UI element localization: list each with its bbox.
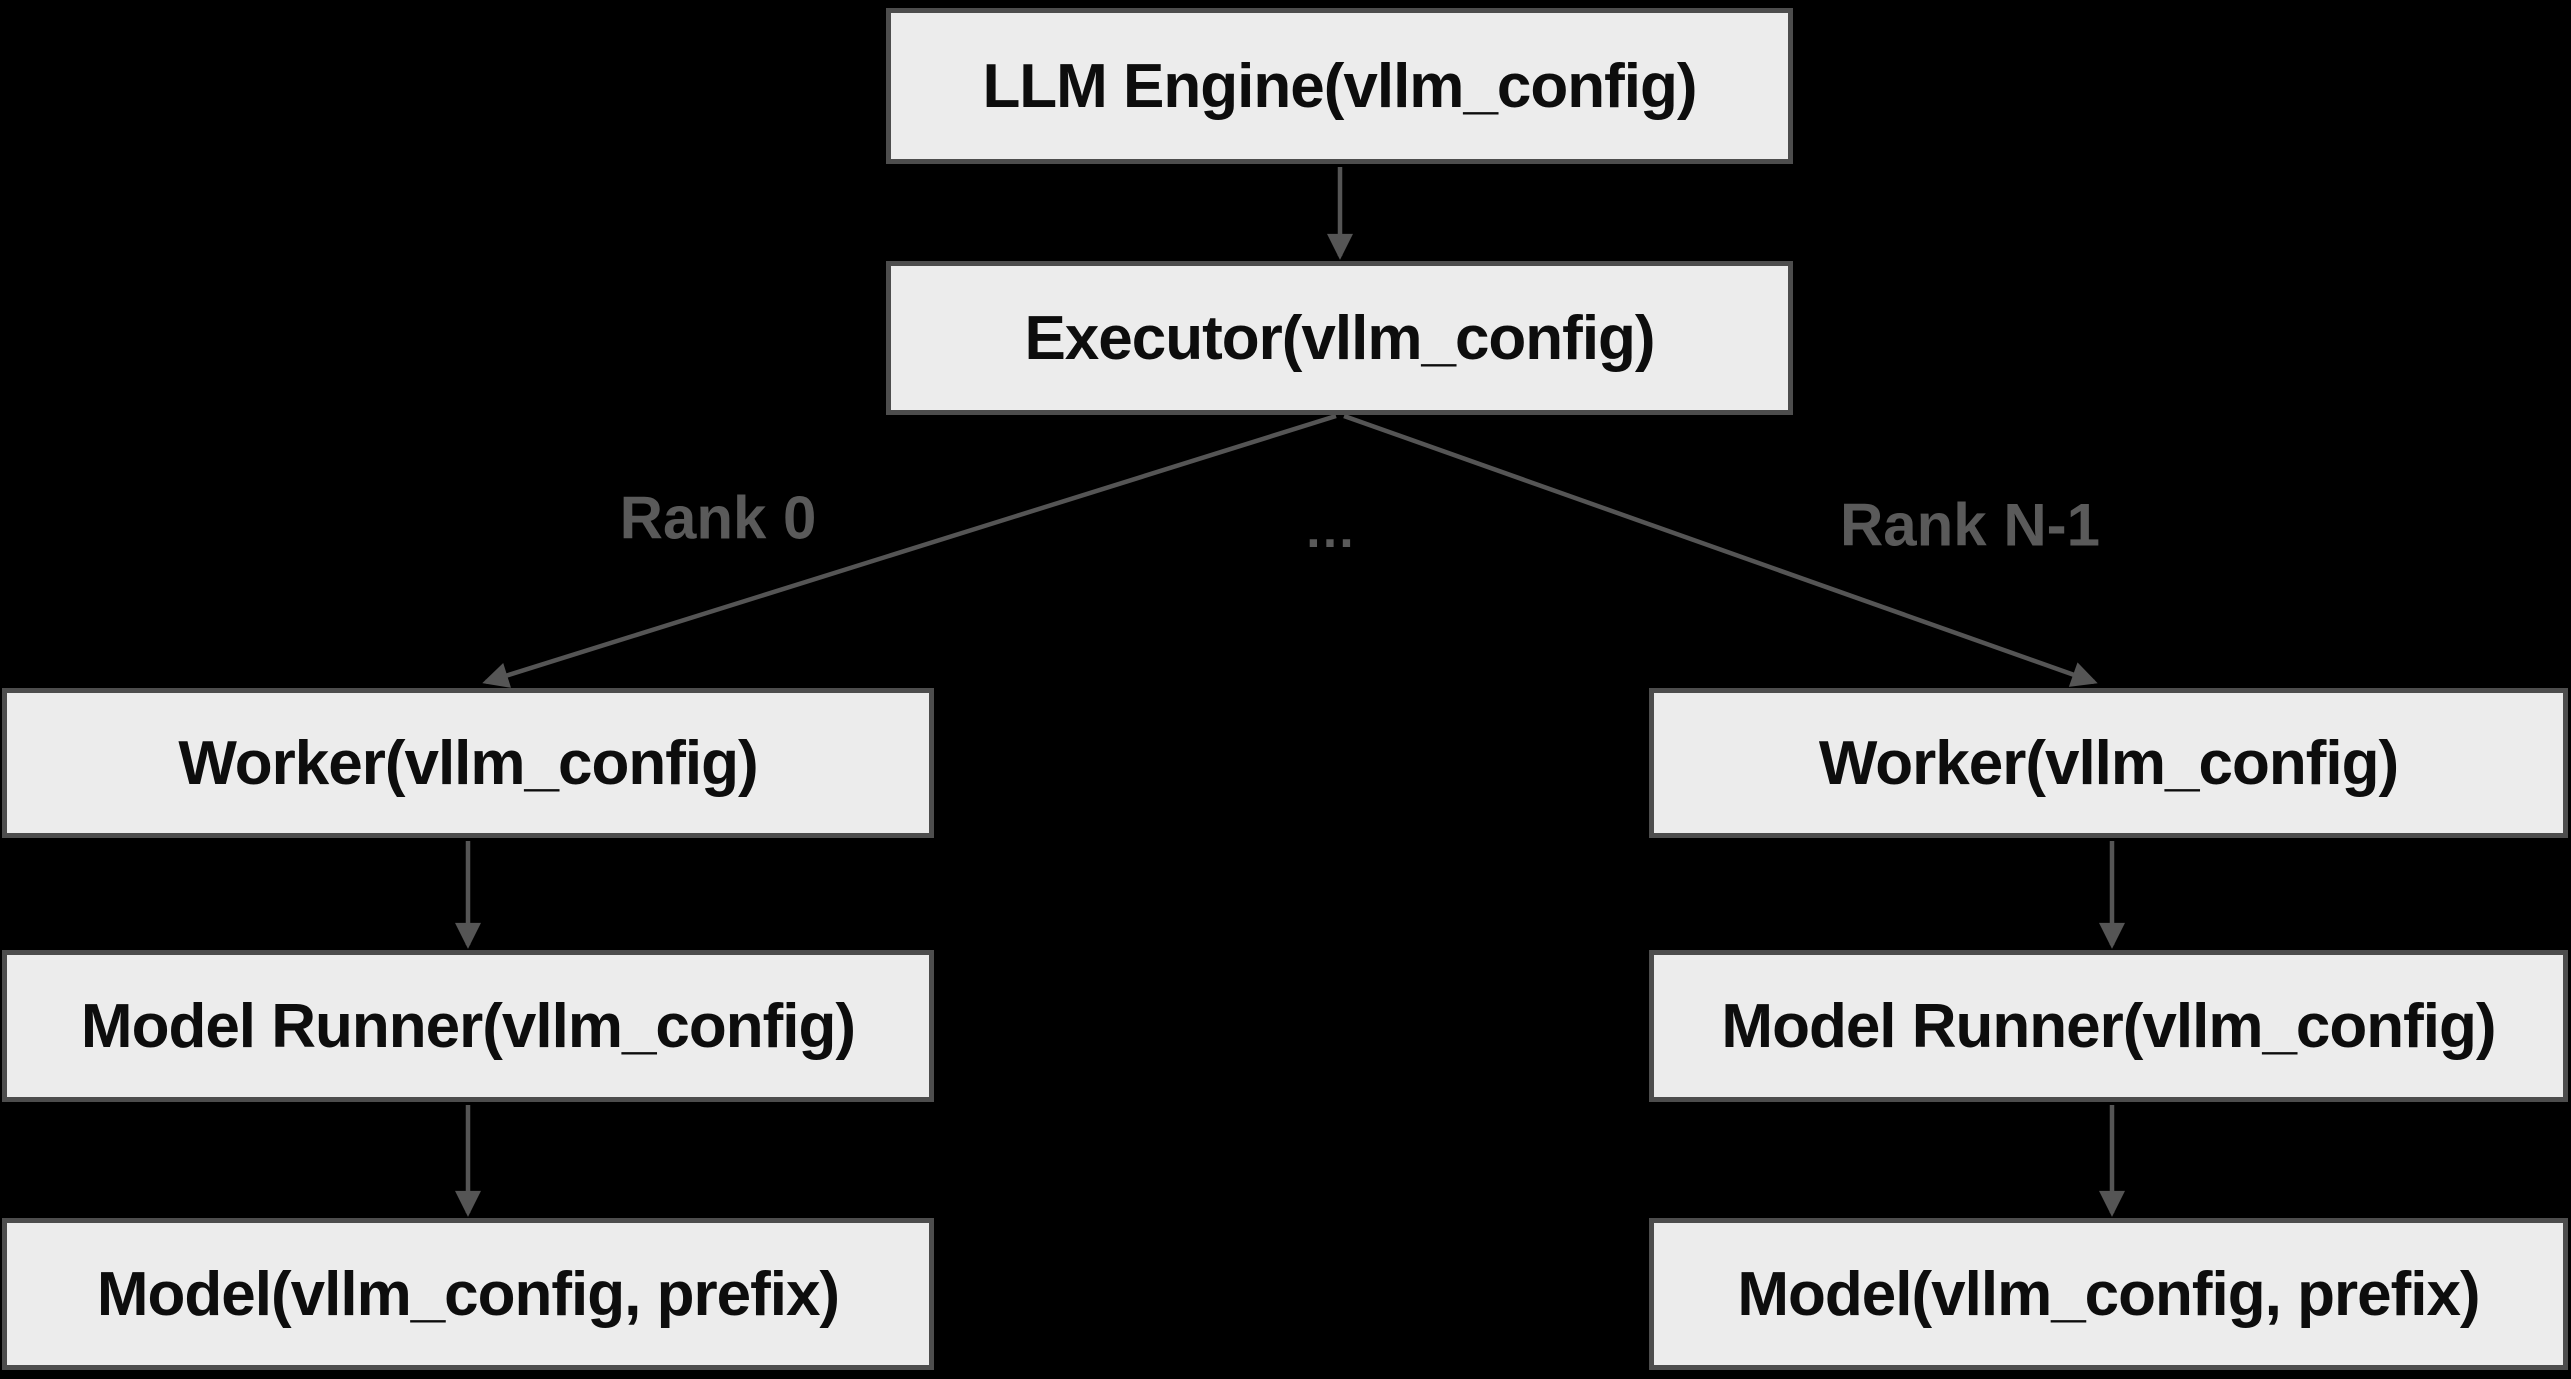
- edge-executor-to-worker-left: [482, 413, 1337, 688]
- node-llm-engine: LLM Engine(vllm_config): [886, 8, 1793, 164]
- edge-label-rank-0: Rank 0: [619, 484, 817, 552]
- node-executor: Executor(vllm_config): [886, 261, 1793, 415]
- node-model-left: Model(vllm_config, prefix): [2, 1218, 934, 1370]
- edge-executor-to-worker-right: [1343, 413, 2098, 687]
- node-model-runner-left: Model Runner(vllm_config): [2, 950, 934, 1102]
- node-worker-right: Worker(vllm_config): [1649, 688, 2568, 838]
- edge-label-ellipsis: …: [1304, 501, 1358, 559]
- node-worker-left: Worker(vllm_config): [2, 688, 934, 838]
- node-model-runner-right: Model Runner(vllm_config): [1649, 950, 2568, 1102]
- node-model-right: Model(vllm_config, prefix): [1649, 1218, 2568, 1370]
- edge-label-rank-n-1: Rank N-1: [1839, 491, 2101, 559]
